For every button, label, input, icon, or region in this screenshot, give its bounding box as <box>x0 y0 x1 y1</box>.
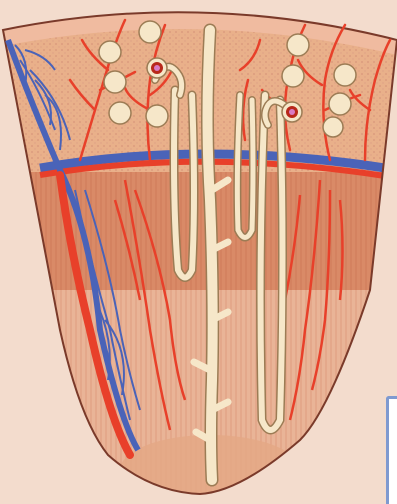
side-panel-edge <box>386 396 397 504</box>
